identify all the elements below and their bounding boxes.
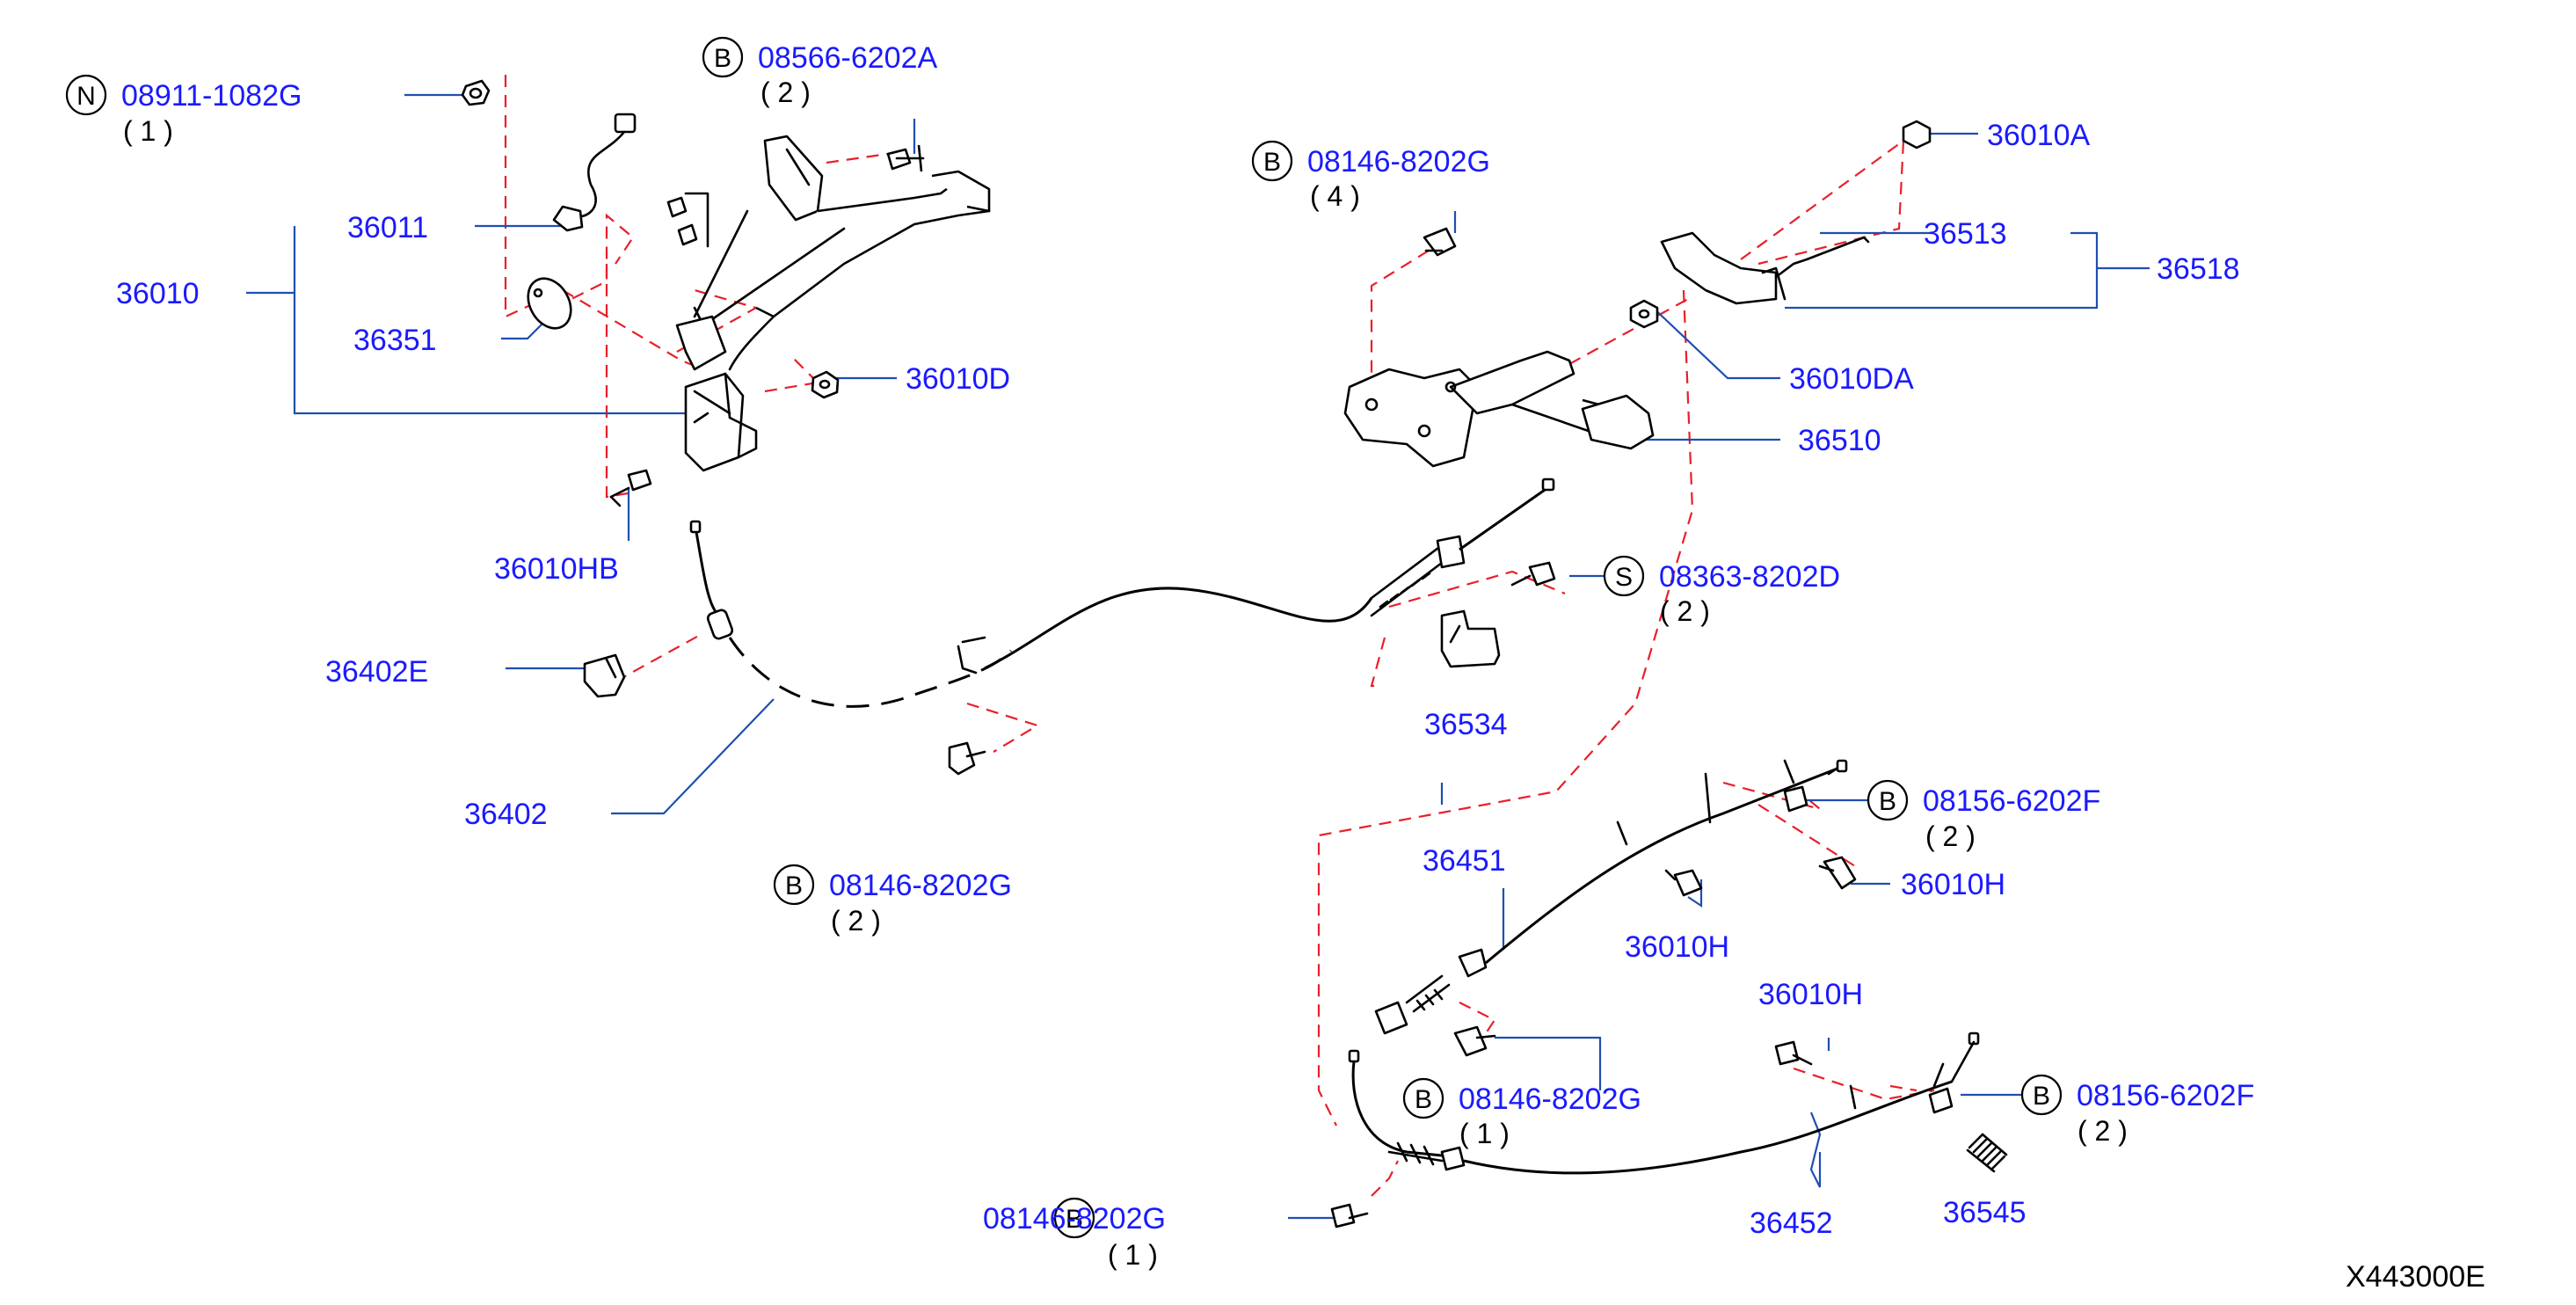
- nut-icon-08911: [461, 79, 491, 106]
- bolt-icon-36010HB: [609, 469, 652, 507]
- prefix-b-08156-a: B: [1879, 787, 1896, 816]
- bolt-icon-small-pair: [666, 192, 709, 248]
- prefix-b-08146-low: B: [1415, 1085, 1432, 1114]
- fastener-qty-08363: ( 2 ): [1660, 595, 1710, 627]
- front-cable-icon-36402: [689, 478, 1555, 708]
- fastener-qty-08146-top: ( 4 ): [1310, 180, 1360, 212]
- fastener-qty-08566: ( 2 ): [760, 77, 811, 108]
- fastener-code-08146-mid[interactable]: 08146-8202G: [829, 869, 1012, 902]
- cable-clip-icon-36402E: [583, 653, 626, 698]
- prefix-circle-b-08146-low: [1402, 1077, 1444, 1119]
- spring-icon-36545: [1966, 1133, 2008, 1173]
- bolt-icon-08156-a: [1783, 785, 1808, 813]
- bolt-icon-36010H-lower: [1774, 1040, 1813, 1066]
- part-label-36510[interactable]: 36510: [1798, 424, 1881, 457]
- fastener-labels: 08911-1082G ( 1 ) 08566-6202A ( 2 ) 0814…: [121, 41, 2254, 1271]
- bolt-icon-36010H-center: [1664, 869, 1703, 897]
- leader-lines: [246, 93, 2150, 1220]
- fastener-code-08156-b[interactable]: 08156-6202F: [2077, 1079, 2254, 1112]
- part-label-36010HB[interactable]: 36010HB: [494, 552, 619, 586]
- part-label-36010A[interactable]: 36010A: [1987, 119, 2091, 152]
- bolt-icon-08146-mid: [948, 741, 986, 776]
- pedal-assembly-icon-36010: [675, 135, 991, 472]
- nut-icon-36010A: [1902, 120, 1932, 149]
- equalizer-bracket-icon-36510: [1343, 350, 1655, 468]
- bolt-icon-08156-b: [1928, 1087, 1954, 1114]
- fastener-code-08911[interactable]: 08911-1082G: [121, 79, 302, 113]
- prefix-circle-b-08146-bot: [1053, 1197, 1095, 1239]
- prefix-b-08146-bot: B: [1066, 1205, 1083, 1234]
- part-label-36351[interactable]: 36351: [353, 324, 437, 357]
- fastener-code-08566[interactable]: 08566-6202A: [758, 41, 938, 75]
- brake-switch-icon-36011: [552, 113, 637, 232]
- prefix-b-08566: B: [714, 44, 731, 73]
- fastener-qty-08146-bot: ( 1 ): [1108, 1239, 1158, 1271]
- part-label-36545[interactable]: 36545: [1943, 1196, 2027, 1229]
- rear-cable-icon-36451: [1374, 759, 1848, 1035]
- part-label-36402[interactable]: 36402: [464, 798, 548, 831]
- fastener-qty-08146-mid: ( 2 ): [831, 905, 881, 937]
- gasket-icon-36351: [527, 277, 572, 330]
- part-label-36452[interactable]: 36452: [1750, 1207, 1833, 1240]
- bolt-icon-08363: [1510, 561, 1556, 587]
- assembly-dashed-lines: [504, 75, 1935, 1197]
- fastener-code-08146-bot[interactable]: 08146-8202G: [983, 1202, 1166, 1236]
- diagram-reference-code: X443000E: [2346, 1260, 2485, 1294]
- prefix-circle-b-08146-mid: [773, 864, 815, 906]
- part-shapes: [461, 79, 2008, 1228]
- nut-icon-36010DA: [1629, 299, 1659, 329]
- part-label-36011[interactable]: 36011: [347, 211, 428, 244]
- prefix-b-08156-b: B: [2033, 1082, 2050, 1111]
- part-label-36513[interactable]: 36513: [1924, 217, 2007, 251]
- prefix-n-08911: N: [76, 82, 96, 111]
- fastener-qty-08156-b: ( 2 ): [2078, 1115, 2128, 1147]
- bolt-icon-08566: [886, 144, 925, 172]
- prefix-b-08146-mid: B: [785, 871, 803, 900]
- part-label-36010[interactable]: 36010: [116, 277, 200, 310]
- yoke-icon-36518: [1660, 231, 1870, 305]
- part-label-36010D[interactable]: 36010D: [906, 362, 1010, 396]
- prefix-circle-s-08363: [1603, 555, 1645, 597]
- rear-cable-icon-36452: [1348, 1032, 1980, 1175]
- part-label-36010H-c[interactable]: 36010H: [1758, 978, 1863, 1011]
- part-labels: 36011 36010 36351 36010D 36010HB 36402E …: [116, 119, 2240, 1240]
- fastener-code-08156-a[interactable]: 08156-6202F: [1923, 784, 2100, 818]
- prefix-circle-b-08566: [702, 36, 744, 78]
- part-label-36451[interactable]: 36451: [1423, 844, 1506, 878]
- prefix-b-08146-top: B: [1263, 148, 1281, 177]
- part-label-36534[interactable]: 36534: [1424, 708, 1508, 741]
- fastener-qty-08156-a: ( 2 ): [1925, 820, 1976, 852]
- bracket-icon-36534: [1440, 609, 1501, 668]
- prefix-circle-b-08156-b: [2020, 1074, 2063, 1116]
- prefix-circle-b-08156-a: [1867, 779, 1909, 821]
- fastener-code-08363[interactable]: 08363-8202D: [1659, 560, 1840, 594]
- part-label-36010DA[interactable]: 36010DA: [1789, 362, 1914, 396]
- bolt-icon-08146-bot: [1330, 1203, 1369, 1228]
- part-label-36010H-a[interactable]: 36010H: [1901, 868, 2005, 901]
- part-label-36010H-b[interactable]: 36010H: [1625, 930, 1729, 964]
- prefix-s-08363: S: [1615, 563, 1633, 592]
- bolt-icon-08146-low: [1453, 1025, 1496, 1057]
- part-label-36402E[interactable]: 36402E: [325, 655, 428, 689]
- bolt-icon-08146-top: [1423, 227, 1457, 257]
- bolt-icon-36010H-right: [1818, 856, 1857, 890]
- prefix-circle-n-08911: [65, 74, 107, 116]
- prefix-circle-b-08146-top: [1251, 140, 1293, 182]
- nut-icon-36010D: [811, 370, 840, 399]
- fastener-code-08146-top[interactable]: 08146-8202G: [1307, 145, 1490, 179]
- fastener-code-08146-low[interactable]: 08146-8202G: [1459, 1083, 1641, 1116]
- fastener-qty-08911: ( 1 ): [123, 115, 173, 147]
- prefix-circles: N B B S B B B B B: [65, 36, 2063, 1239]
- fastener-qty-08146-low: ( 1 ): [1459, 1118, 1510, 1149]
- part-label-36518[interactable]: 36518: [2157, 252, 2240, 286]
